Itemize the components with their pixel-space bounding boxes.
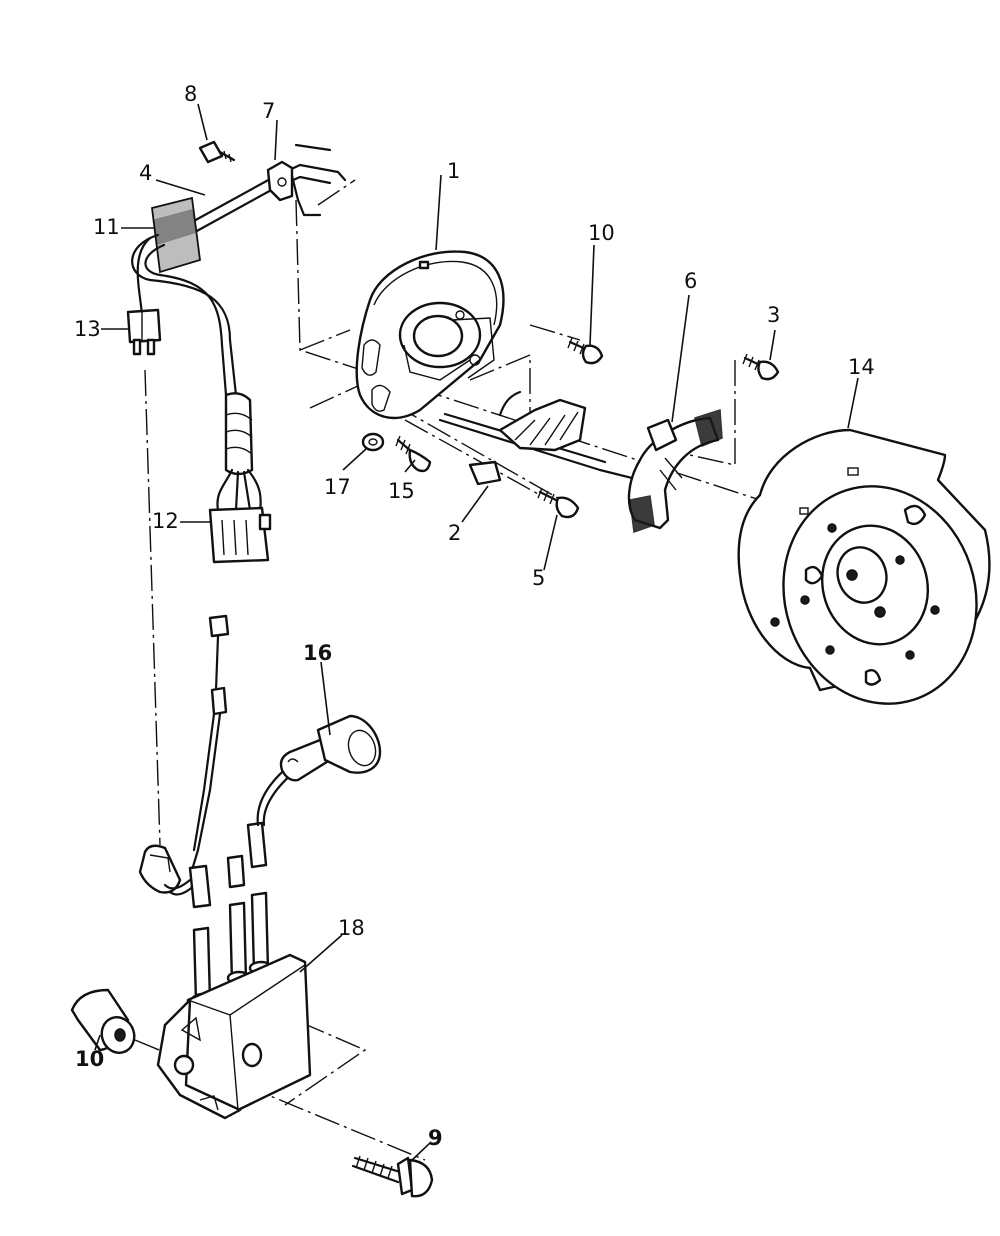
part-13-connector <box>126 308 162 356</box>
callout-5: 5 <box>532 566 545 590</box>
part-1-stator-plate <box>355 250 505 420</box>
callout-10-upper: 10 <box>588 221 615 245</box>
part-7-clamp <box>266 160 294 202</box>
part-2-pulser-coil <box>438 390 642 486</box>
callout-14: 14 <box>848 355 875 379</box>
part-15-screw <box>395 435 432 473</box>
part-12-coupler <box>208 506 272 564</box>
callout-3: 3 <box>767 303 780 327</box>
callout-9: 9 <box>428 1126 443 1150</box>
callout-4: 4 <box>139 161 152 185</box>
callout-13: 13 <box>74 317 101 341</box>
callout-16: 16 <box>303 641 332 665</box>
part-10-screw <box>567 337 604 365</box>
part-18-ignition-coil <box>156 891 312 1120</box>
part-8-bolt <box>198 140 236 164</box>
part-17-washer <box>361 432 385 452</box>
wiring-harness <box>131 143 347 514</box>
callout-15: 15 <box>388 479 415 503</box>
callout-17: 17 <box>324 475 351 499</box>
callout-8: 8 <box>184 82 197 106</box>
leader-lines <box>94 103 859 1163</box>
callout-numbers: 1 2 3 4 5 6 7 8 9 10 10 11 12 13 14 15 1… <box>74 82 875 1150</box>
part-5-screw <box>537 487 580 519</box>
part-6-charge-coil <box>627 408 723 534</box>
callout-7: 7 <box>262 99 275 123</box>
callout-18: 18 <box>338 916 365 940</box>
callout-12: 12 <box>152 509 179 533</box>
callout-2: 2 <box>448 521 461 545</box>
callout-11: 11 <box>93 215 120 239</box>
part-3-screw <box>742 353 780 381</box>
part-10-collar <box>70 988 136 1054</box>
callout-6: 6 <box>684 269 697 293</box>
part-16-plug-cap <box>279 714 382 782</box>
callout-1: 1 <box>447 159 460 183</box>
callout-10-lower: 10 <box>75 1047 104 1071</box>
part-9-bolt <box>351 1155 434 1198</box>
part-14-flywheel <box>737 428 991 705</box>
ignition-leads <box>138 614 296 909</box>
